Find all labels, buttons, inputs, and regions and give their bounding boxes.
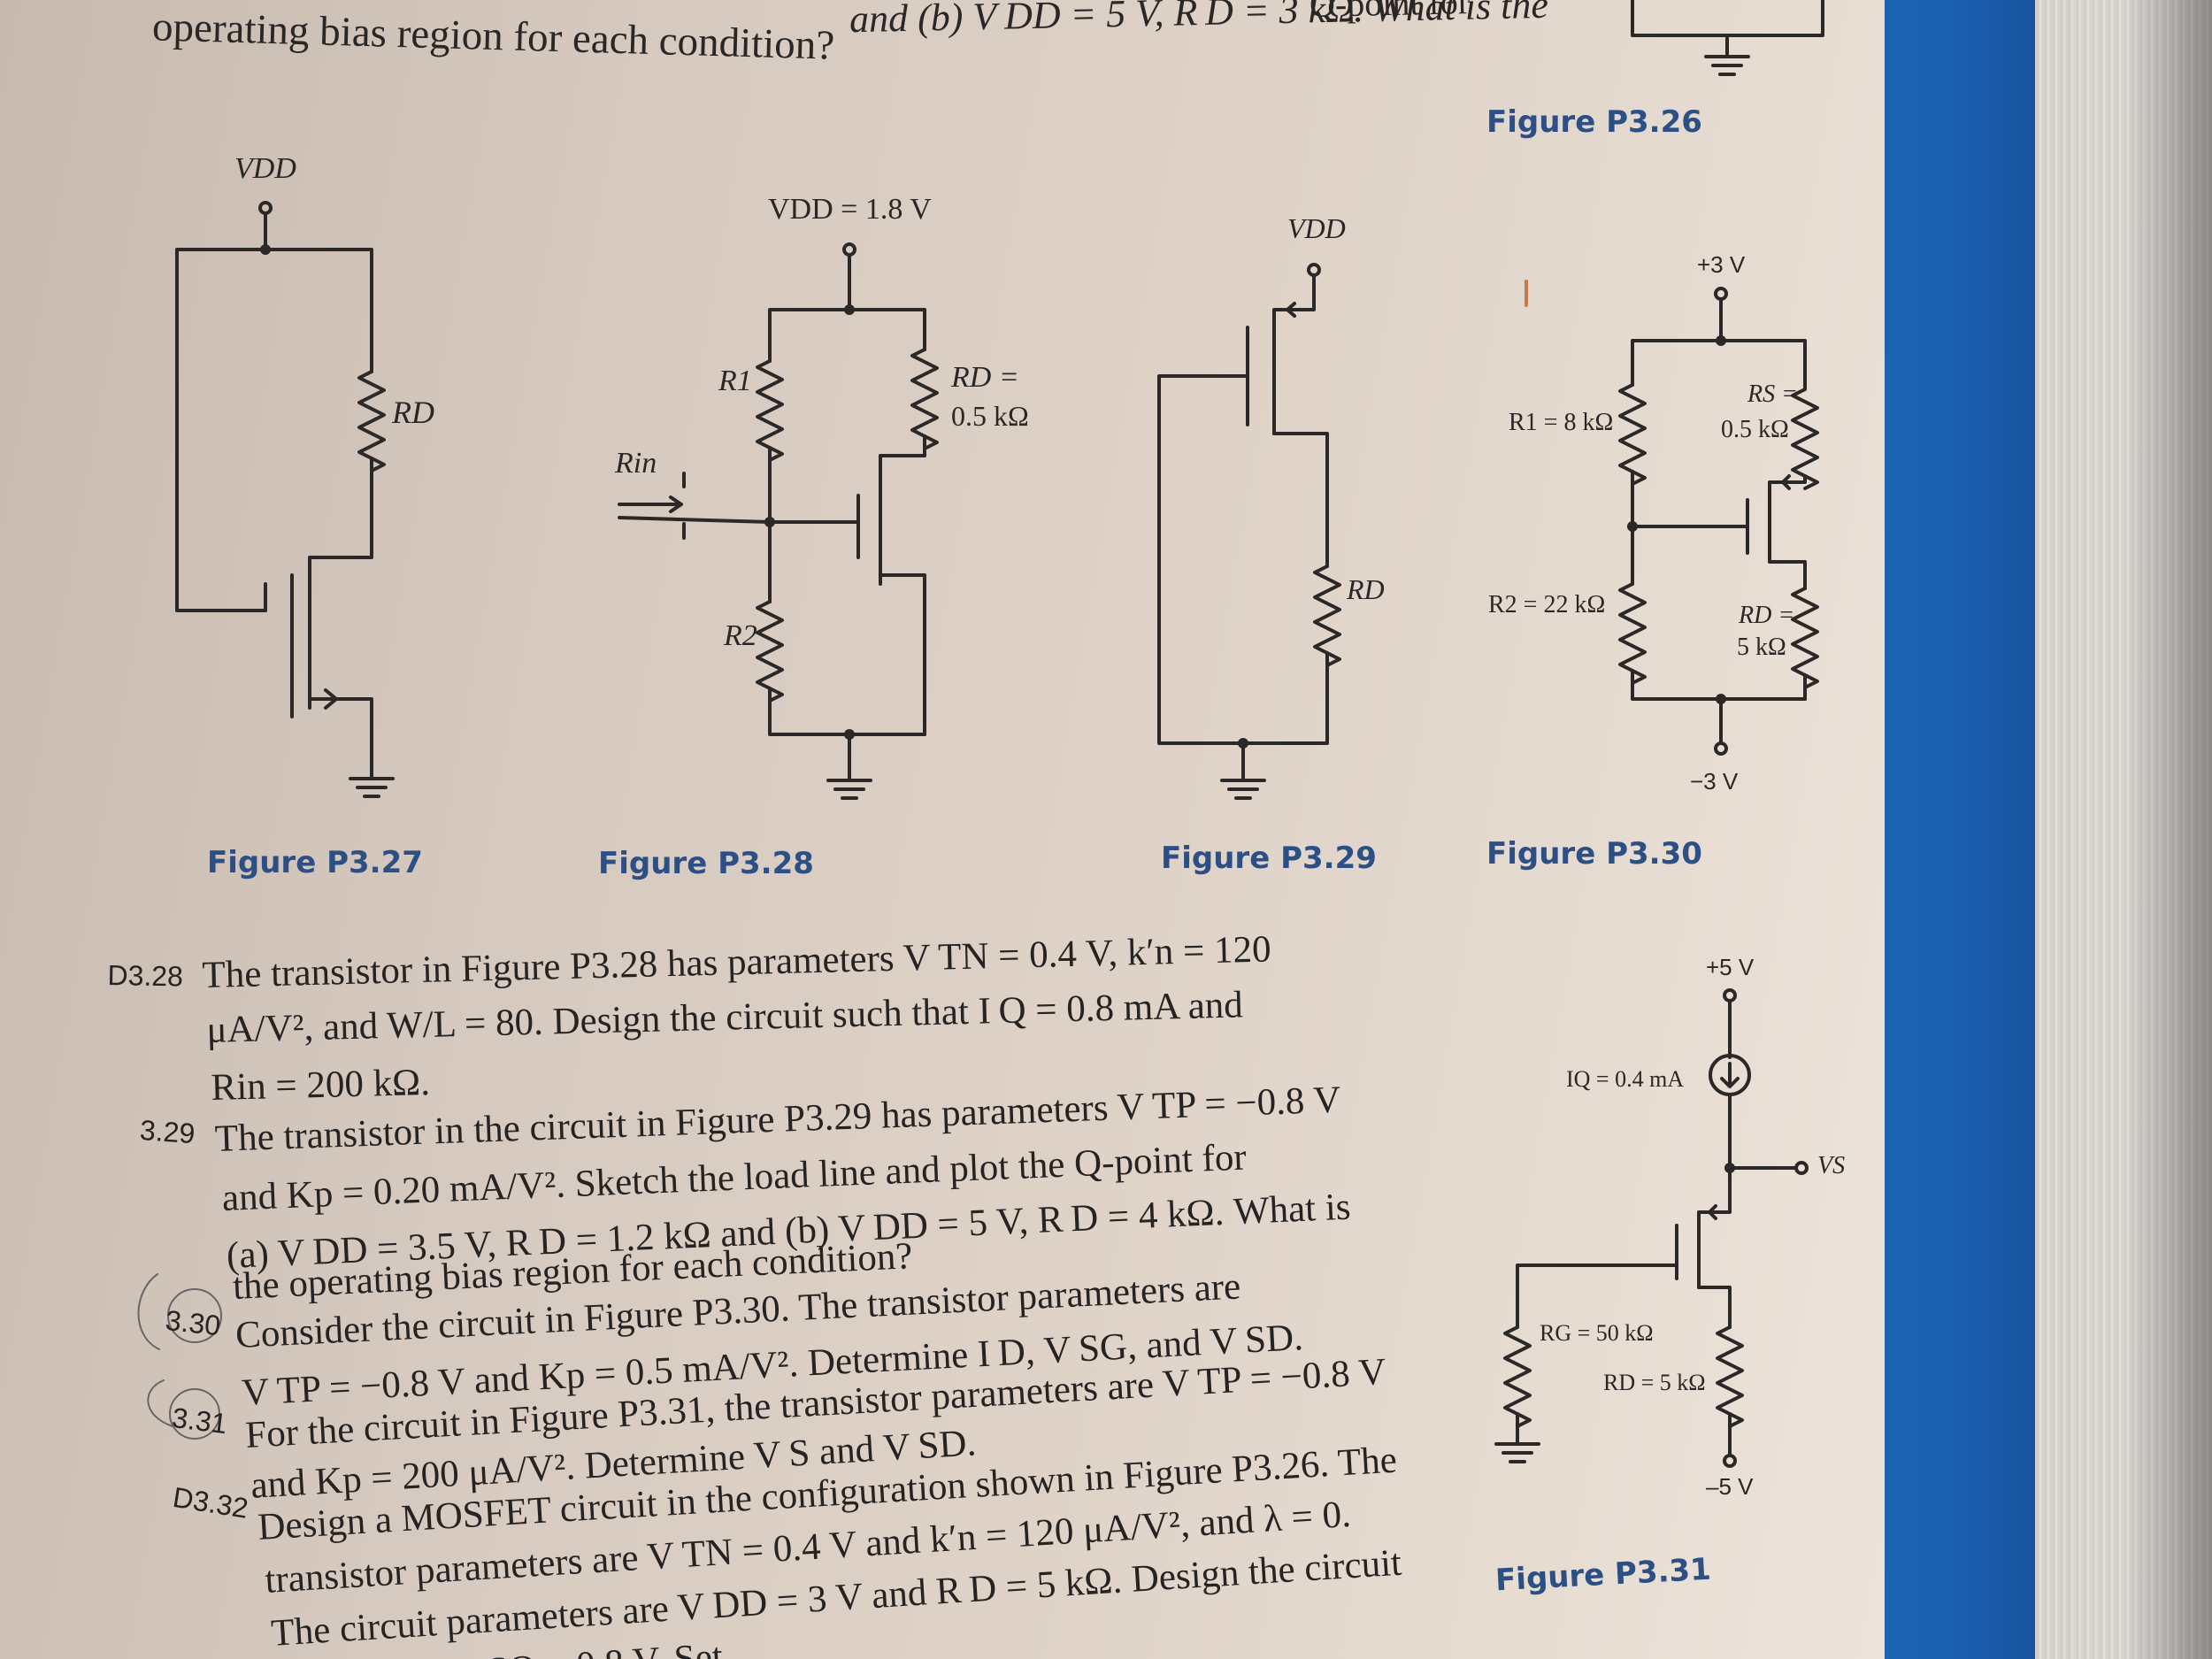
p330-vminus-label: −3 V — [1690, 768, 1739, 795]
p331-rg-label: RG = 50 kΩ — [1540, 1320, 1654, 1346]
p330-rs-label: RS = — [1747, 380, 1798, 408]
circuit-diagrams — [137, 0, 1824, 1468]
book-spine-edge — [1885, 0, 2062, 1659]
p331-vminus-label: –5 V — [1706, 1473, 1754, 1500]
p328-r2-label: R2 — [724, 619, 757, 652]
p330-r1-label: R1 = 8 kΩ — [1509, 409, 1614, 436]
figure-caption-p330: Figure P3.30 — [1486, 836, 1702, 872]
problem-number-329: 3.29 — [138, 1113, 196, 1150]
figure-p327-circuit — [175, 201, 395, 798]
p327-vdd-label: VDD — [234, 152, 296, 185]
p328-r1-label: R1 — [718, 365, 752, 397]
p330-rd-label: RD = — [1739, 602, 1795, 629]
problem-number-330: 3.30 — [164, 1303, 222, 1342]
figure-p328-circuit — [618, 242, 939, 800]
p331-vs-label: VS — [1817, 1152, 1846, 1179]
pen-mark — [137, 1273, 173, 1427]
problem-number-d328: D3.28 — [107, 958, 184, 993]
figure-caption-p327: Figure P3.27 — [207, 845, 423, 880]
p329-vdd-label: VDD — [1287, 212, 1346, 244]
p330-r2-label: R2 = 22 kΩ — [1488, 591, 1606, 618]
page-stack — [2035, 0, 2212, 1659]
figure-p329-circuit — [1157, 263, 1341, 800]
p330-rs-value: 0.5 kΩ — [1721, 416, 1789, 443]
p327-rd-label: RD — [392, 395, 434, 430]
top-text-line1-right: Q-point for — [1309, 0, 1471, 25]
p328-rd-label: RD = — [951, 361, 1019, 394]
p330-vplus-label: +3 V — [1697, 251, 1746, 278]
p328-vdd-label: VDD = 1.8 V — [768, 193, 932, 226]
p331-rd-label: RD = 5 kΩ — [1603, 1370, 1706, 1395]
figure-p326-circuit — [1631, 0, 1824, 76]
figure-p331-circuit — [1494, 988, 1809, 1468]
p328-rd-value: 0.5 kΩ — [951, 400, 1029, 432]
p331-vplus-label: +5 V — [1706, 954, 1755, 980]
problem-d328-line3: Rin = 200 kΩ. — [211, 1061, 431, 1109]
figure-caption-p328: Figure P3.28 — [598, 846, 814, 881]
p329-rd-label: RD — [1347, 573, 1385, 605]
p328-rin-label: Rin — [615, 447, 657, 480]
figure-caption-p329: Figure P3.29 — [1161, 841, 1377, 876]
p330-rd-value: 5 kΩ — [1737, 634, 1786, 661]
page-stack-shadow — [2124, 0, 2212, 1659]
textbook-page: and (b) V DD = 5 V, R D = 3 kΩ. What is … — [0, 0, 1902, 1659]
p331-iq-label: IQ = 0.4 mA — [1566, 1066, 1685, 1092]
problem-number-331: 3.31 — [170, 1401, 229, 1440]
figure-p330-circuit — [1618, 287, 1819, 756]
figure-caption-p326: Figure P3.26 — [1486, 104, 1702, 140]
